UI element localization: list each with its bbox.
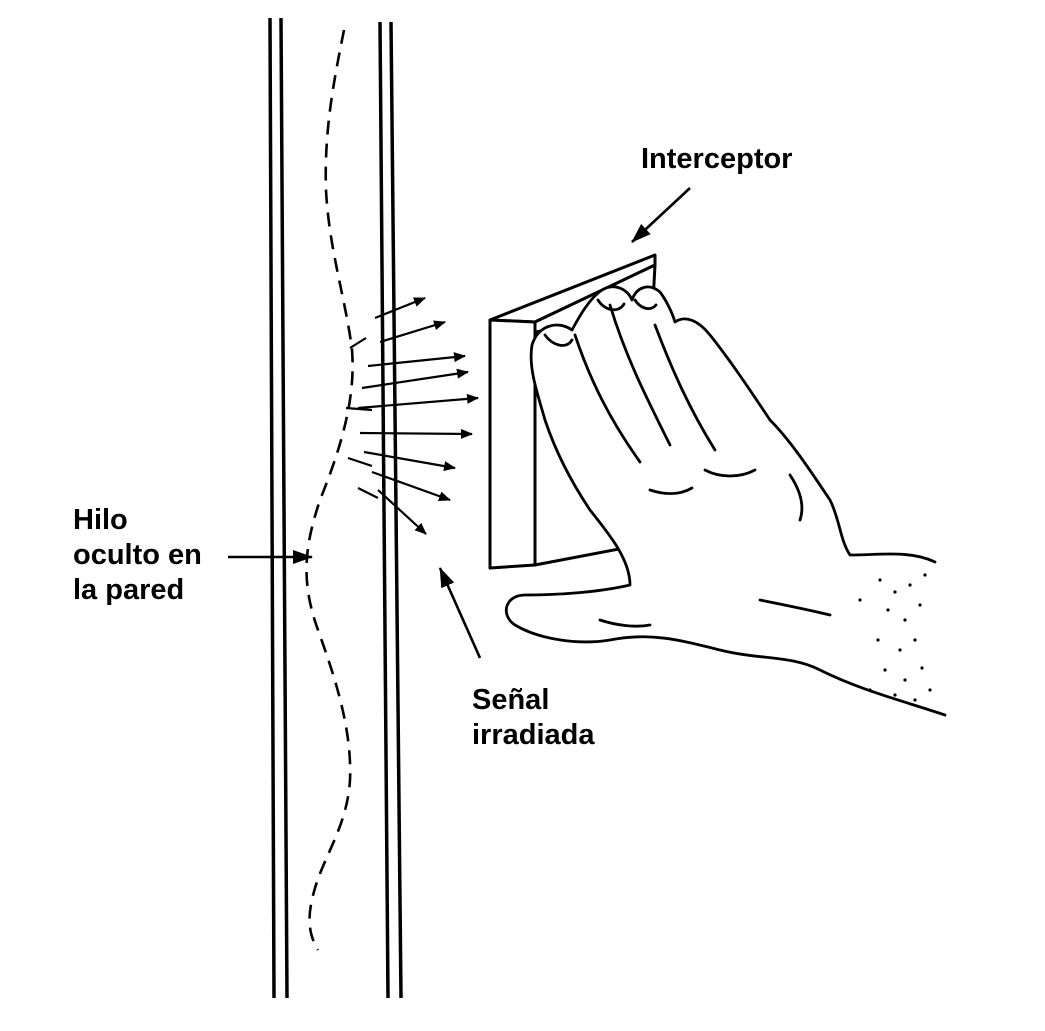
finger-crease: [653, 323, 717, 452]
signal-stroke: [357, 487, 379, 499]
tendon-line: [788, 473, 804, 522]
pointer-arrows: [228, 187, 691, 659]
wall-left-inner-line: [279, 17, 289, 999]
hidden-wire-label-line-1: Hilo: [73, 504, 128, 536]
signal-arrow: [363, 450, 456, 472]
wrist-hair: [858, 573, 932, 702]
finger-crease: [573, 333, 642, 464]
radiated-signal-label-line-1: Señal: [472, 684, 550, 716]
signal-arrow: [357, 393, 479, 410]
signal-arrow: [377, 489, 427, 535]
signal-arrow: [367, 352, 466, 368]
fingernail: [633, 298, 658, 310]
wall: [268, 17, 403, 999]
fingernail: [543, 333, 574, 347]
interceptor-label-text: Interceptor: [641, 143, 793, 175]
interceptor-label: Interceptor: [641, 142, 792, 177]
hidden-wire-label-line-2: oculto en: [73, 539, 202, 571]
hidden-wire-label: Hilo oculto en la pared: [73, 503, 202, 608]
hand-outline: [504, 285, 947, 717]
wall-right-inner-line: [378, 21, 390, 999]
signal-arrow: [359, 428, 473, 439]
fingernail: [596, 298, 626, 312]
signal-stroke: [345, 406, 373, 412]
palm-line: [758, 598, 832, 617]
radiated-signal-label-line-2: irradiada: [472, 719, 595, 751]
wall-right-outer-line: [389, 21, 403, 999]
signal-arrow: [361, 368, 469, 390]
signal-stroke: [347, 456, 373, 468]
hidden-wire-label-line-3: la pared: [73, 574, 185, 606]
wall-left-outer-line: [268, 17, 276, 999]
radiated-signal-arrows: [345, 296, 479, 535]
hand: [504, 285, 947, 717]
signal-arrow: [374, 296, 426, 320]
signal-arrow: [371, 470, 451, 502]
knuckle-line: [703, 468, 757, 478]
finger-crease: [608, 303, 672, 447]
hidden-wire: [305, 29, 354, 951]
signal-pointer-arrow: [438, 567, 482, 659]
interceptor-front-face: [488, 318, 537, 570]
radiated-signal-label: Señal irradiada: [472, 683, 595, 753]
knuckle-line: [648, 486, 694, 495]
signal-stroke: [349, 337, 367, 349]
signal-arrow: [379, 320, 446, 344]
thumb-line: [598, 618, 652, 628]
interceptor-pointer-arrow: [631, 187, 691, 243]
